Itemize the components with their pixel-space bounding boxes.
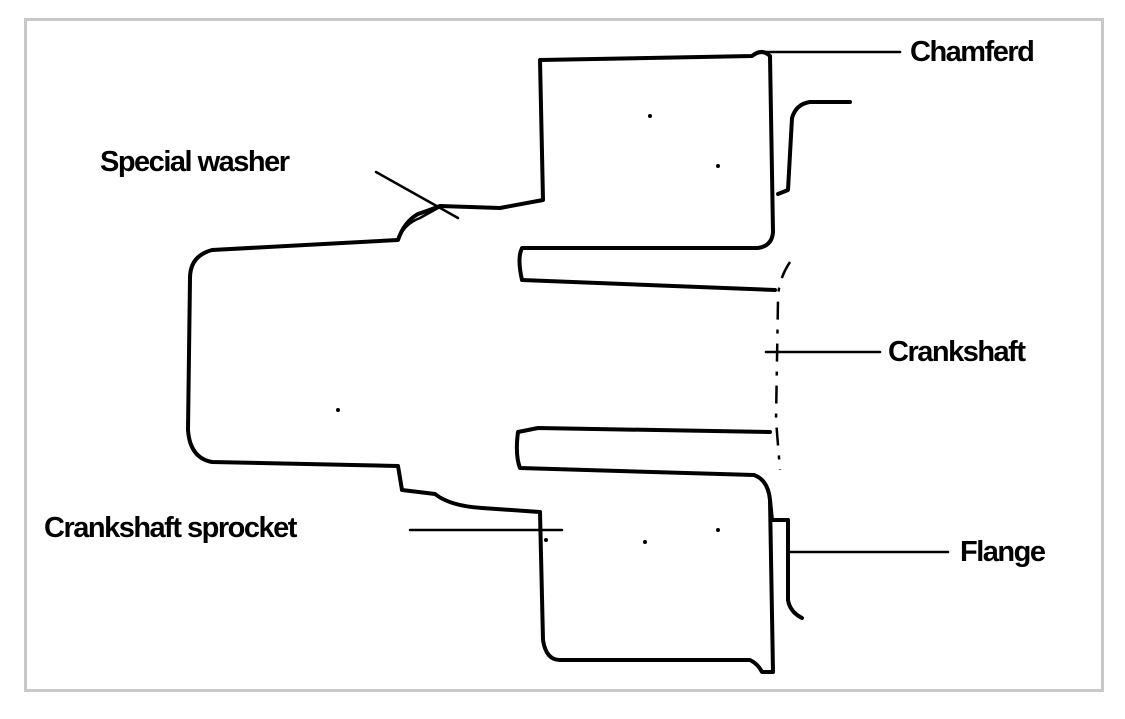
sprocket-outline (186, 50, 777, 674)
diagram-frame (24, 18, 1104, 692)
special-washer-outline (396, 206, 440, 242)
chamfer-outline (776, 100, 852, 196)
crankshaft-break-line (774, 261, 792, 471)
crankshaft-sprocket-label: Crankshaft sprocket (44, 512, 297, 544)
crankshaft-label: Crankshaft (888, 336, 1026, 368)
special-washer-leader (374, 170, 460, 220)
flange-outline (768, 498, 804, 620)
flange-label: Flange (960, 536, 1046, 568)
special-washer-label: Special washer (100, 146, 290, 178)
chamfer-label: Chamferd (910, 36, 1035, 68)
